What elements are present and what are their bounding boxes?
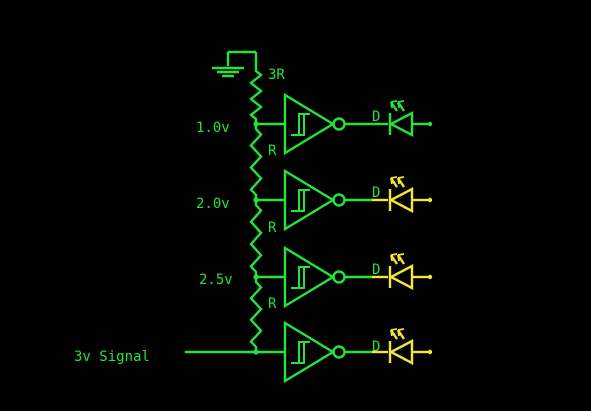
voltage-label-1: 1.0v: [196, 120, 230, 136]
led-terminal: [427, 349, 433, 355]
led-1: [372, 100, 433, 137]
led-triangle: [388, 111, 414, 137]
junction-dot: [253, 349, 259, 355]
voltage-label-2: 2.0v: [196, 196, 230, 212]
input-signal-label: 3v Signal: [74, 349, 150, 365]
led-4: [372, 328, 433, 365]
buffer-triangle: [283, 168, 336, 232]
schmitt-symbol: [291, 113, 310, 136]
diode-label-3: D: [372, 262, 380, 278]
led-triangle: [388, 339, 414, 365]
comparator-buffer-4: [283, 320, 372, 384]
resistor-r-2: [249, 198, 263, 279]
ground-symbol: [212, 50, 258, 78]
voltage-label-3: 2.5v: [199, 272, 233, 288]
junction-dot: [253, 197, 259, 203]
diode-label-1: D: [372, 109, 380, 125]
led-terminal: [427, 197, 433, 203]
schmitt-symbol: [294, 190, 305, 212]
schmitt-symbol: [294, 114, 305, 136]
led-terminal: [427, 121, 433, 127]
junction-dot: [253, 121, 259, 127]
led-arrow-head: [397, 328, 405, 337]
schmitt-symbol: [294, 267, 305, 289]
led-arrow-head: [397, 253, 405, 262]
inverter-bubble: [332, 193, 346, 207]
resistor-r-1: [249, 122, 263, 202]
schmitt-symbol: [294, 342, 305, 364]
resistor-3r-label: 3R: [268, 67, 285, 83]
buffer-triangle: [283, 245, 336, 309]
inverter-bubble: [332, 117, 346, 131]
led-arrow-head: [397, 100, 405, 109]
led-3: [372, 253, 433, 290]
schmitt-symbol: [291, 189, 310, 212]
inverter-bubble: [332, 270, 346, 284]
buffer-triangle: [283, 320, 336, 384]
comparator-buffer-1: [283, 92, 372, 156]
buffer-triangle: [283, 92, 336, 156]
resistor-3r: [249, 64, 263, 126]
led-arrow-head: [390, 328, 398, 337]
comparator-buffer-2: [283, 168, 372, 232]
schmitt-symbol: [291, 341, 310, 364]
inverter-bubble: [332, 345, 346, 359]
led-2: [372, 176, 433, 213]
led-arrow-head: [390, 176, 398, 185]
resistor-r-3-label: R: [268, 296, 277, 312]
wires: [253, 121, 285, 355]
diode-label-2: D: [372, 185, 380, 201]
led-arrow-head: [390, 100, 398, 109]
schmitt-symbol: [291, 266, 310, 289]
resistor-r-3: [249, 275, 263, 354]
led-terminal: [427, 274, 433, 280]
resistor-r-2-label: R: [268, 220, 277, 236]
led-arrow-head: [397, 176, 405, 185]
resistor-r-1-label: R: [268, 143, 277, 159]
led-triangle: [388, 264, 414, 290]
led-arrow-head: [390, 253, 398, 262]
led-triangle: [388, 187, 414, 213]
comparator-buffer-3: [283, 245, 372, 309]
diode-label-4: D: [372, 339, 380, 355]
junction-dot: [253, 274, 259, 280]
